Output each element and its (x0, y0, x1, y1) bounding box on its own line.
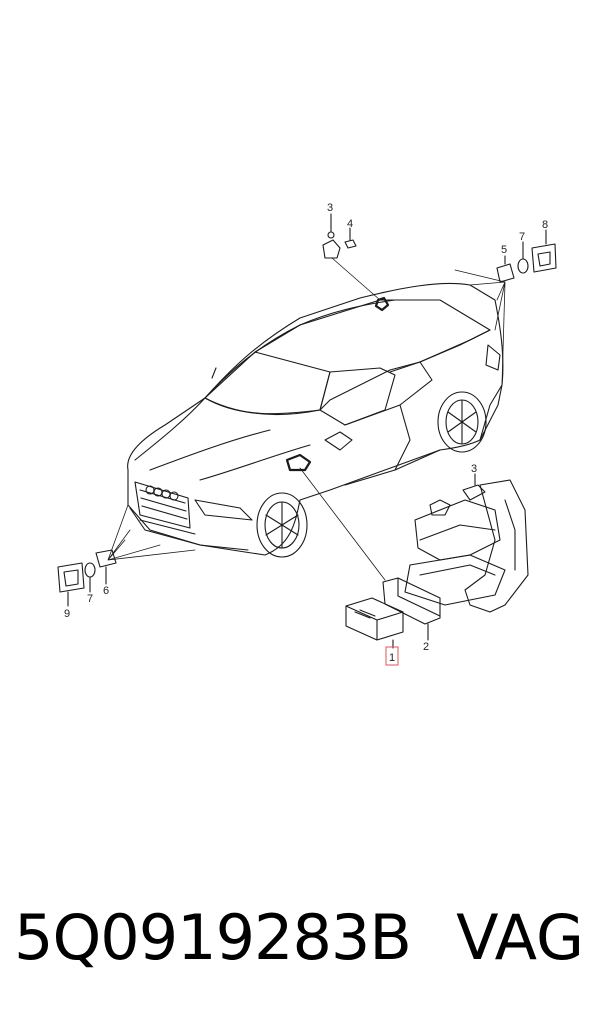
callout-3-top: 3 (327, 202, 333, 214)
part-8-bracket (531, 229, 557, 273)
leader-lines (107, 257, 506, 581)
callout-6: 6 (103, 585, 109, 597)
part-6-sensor (95, 549, 117, 585)
callout-4: 4 (347, 218, 353, 230)
part-9-bracket (57, 562, 85, 607)
callout-8: 8 (542, 219, 548, 231)
part-7-ring-rear (517, 241, 529, 274)
parts-diagram: 3 4 5 7 8 3 6 7 9 2 1 (57, 202, 557, 666)
callout-3-module: 3 (471, 463, 477, 475)
callout-1: 1 (389, 652, 395, 664)
part-1-highlight-box (385, 646, 399, 666)
brand-label: VAG (456, 901, 584, 974)
part-5-sensor (496, 255, 515, 283)
callout-7-front: 7 (87, 593, 93, 605)
part-4-screw (344, 227, 357, 249)
callout-7-rear: 7 (519, 231, 525, 243)
part-3-sensor-top (322, 213, 341, 259)
car-illustration (127, 282, 504, 558)
part-number: 5Q0919283B (14, 901, 412, 974)
module-assembly (345, 473, 529, 649)
callout-2: 2 (423, 641, 429, 653)
part-7-ring-front (84, 562, 96, 593)
callout-9: 9 (64, 608, 70, 620)
callout-5: 5 (501, 244, 507, 256)
footer: 5Q0919283B VAG (0, 888, 600, 988)
